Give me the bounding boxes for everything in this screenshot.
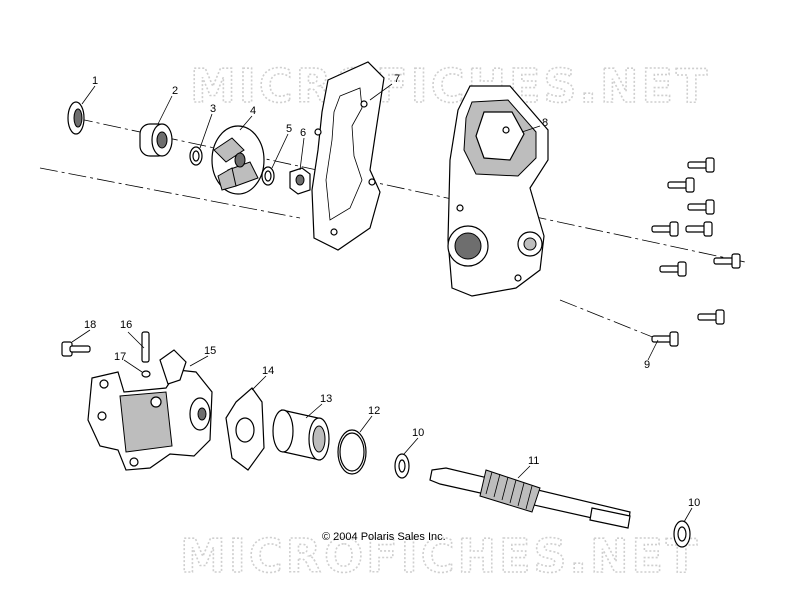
callout-8: 8: [542, 117, 548, 129]
callout-10a: 10: [412, 427, 424, 439]
part-13-cartridge: [272, 409, 330, 461]
part-10-washer-a: [394, 453, 410, 479]
callout-3: 3: [210, 103, 216, 115]
callout-1: 1: [92, 75, 98, 87]
callout-11: 11: [528, 455, 539, 467]
part-5-washer: [261, 166, 275, 186]
callout-16: 16: [120, 319, 132, 331]
callout-14: 14: [262, 365, 274, 377]
watermark-bottom: MICROFICHES.NET: [180, 529, 700, 583]
part-14-gasket: [225, 387, 265, 471]
leader-lines: [71, 83, 693, 523]
part-16-pin: [141, 331, 150, 363]
watermark-top: MICROFICHES.NET: [190, 59, 710, 113]
callout-18: 18: [84, 319, 96, 331]
callout-9: 9: [644, 359, 650, 371]
part-2-bearing: [139, 123, 173, 157]
part-7-gasket: [311, 61, 385, 251]
callout-12: 12: [368, 405, 380, 417]
callout-4: 4: [250, 105, 256, 117]
part-6-nut: [289, 167, 311, 195]
callout-5: 5: [286, 123, 292, 135]
callout-7: 7: [394, 73, 400, 85]
callout-10b: 10: [688, 497, 700, 509]
part-9-bolts: [651, 157, 741, 347]
centerline-upper: [74, 117, 746, 263]
part-8-water-pump-cover: [447, 85, 549, 297]
part-11-shaft: [429, 467, 631, 529]
callout-15: 15: [204, 345, 216, 357]
part-17-clip: [141, 370, 151, 378]
callout-17: 17: [114, 351, 126, 363]
part-10-washer-b: [673, 520, 691, 548]
centerline-bolt: [559, 299, 661, 341]
callout-6: 6: [300, 127, 306, 139]
part-15-oil-pump: [87, 349, 213, 471]
part-4-impeller: [211, 125, 265, 195]
callout-2: 2: [172, 85, 178, 97]
callout-13: 13: [320, 393, 332, 405]
part-1-seal: [67, 101, 85, 135]
part-18-bolt: [61, 341, 91, 357]
part-12-o-ring: [337, 429, 367, 475]
centerline-lower: [39, 167, 301, 219]
part-3-ring: [189, 146, 203, 166]
copyright-text: © 2004 Polaris Sales Inc.: [322, 531, 446, 543]
